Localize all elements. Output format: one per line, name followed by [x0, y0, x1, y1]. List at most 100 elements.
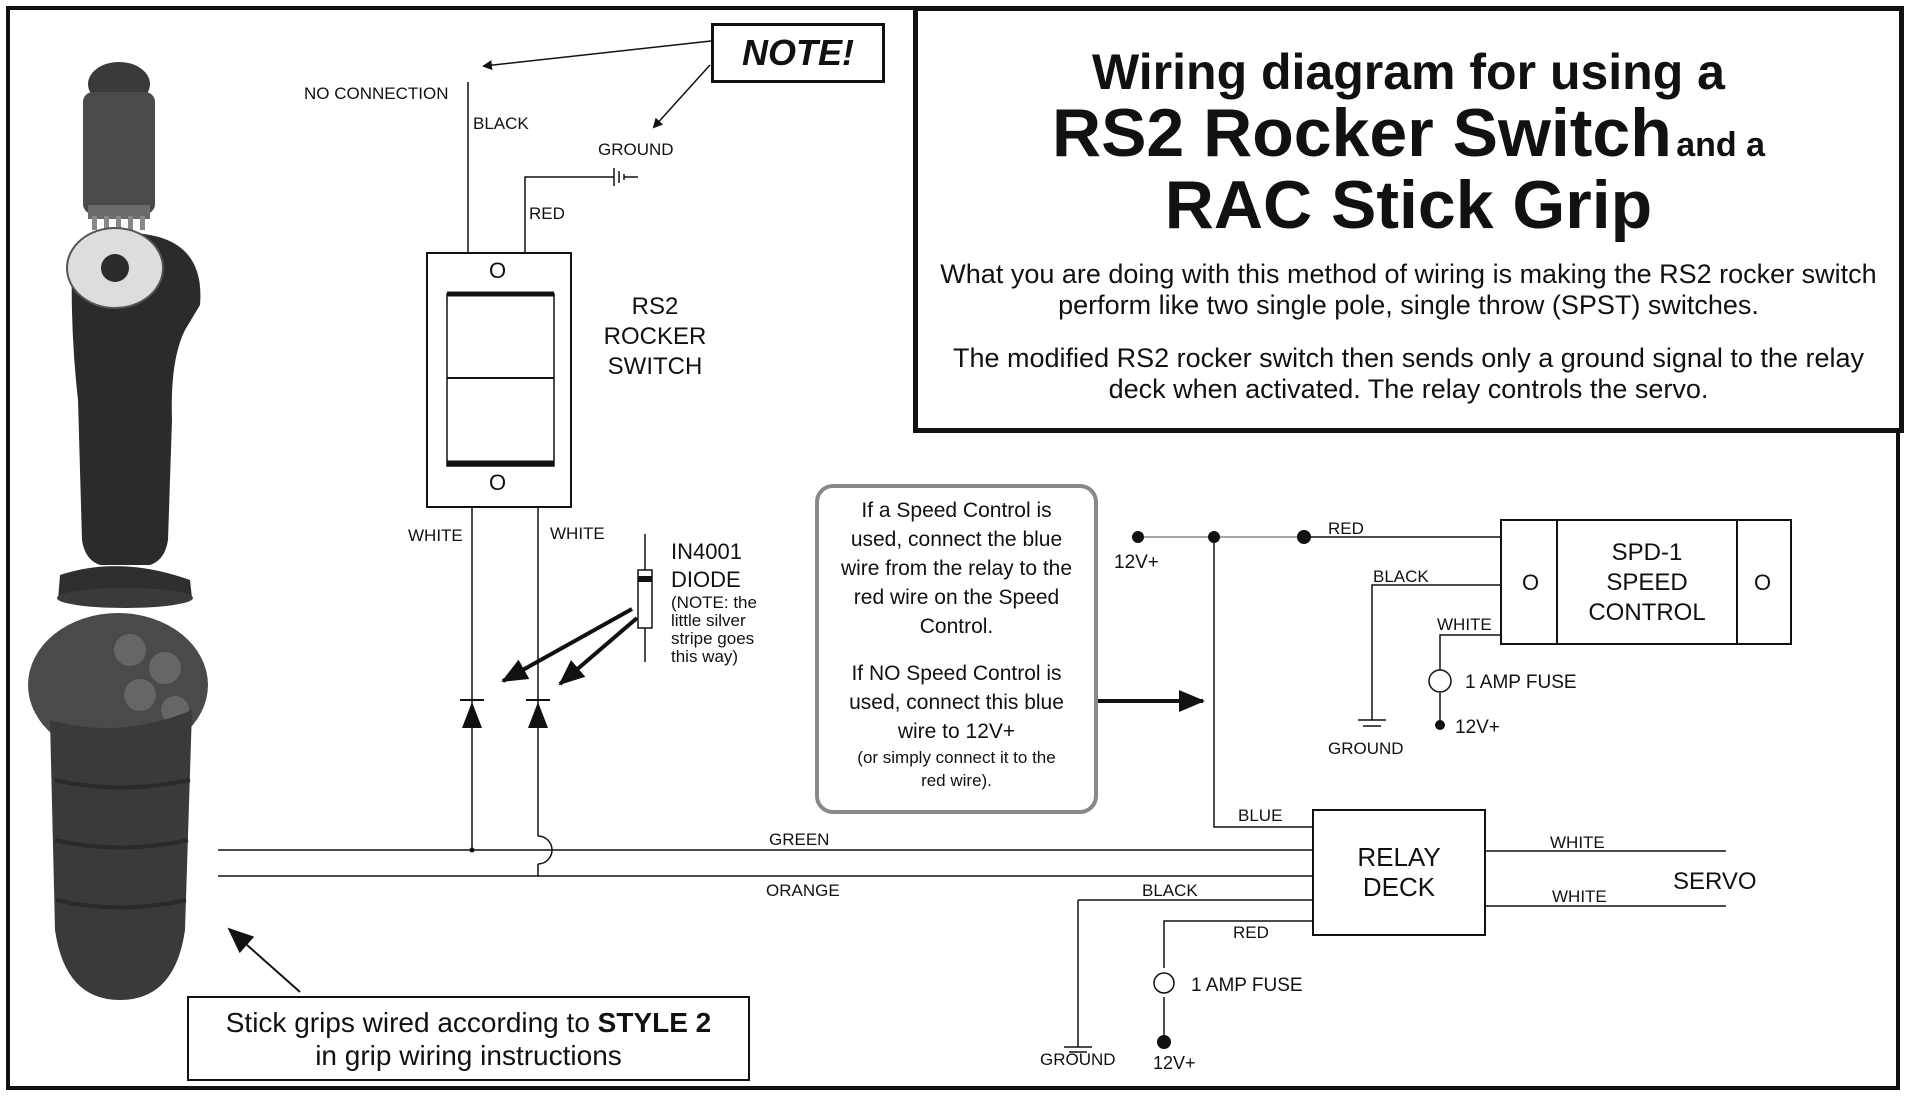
terminal-dot-icon [1132, 531, 1144, 543]
speed-note-line: If NO Speed Control is [851, 662, 1062, 685]
diode-note-line: stripe goes [671, 629, 755, 648]
label-servo: SERVO [1673, 868, 1757, 895]
title-line1: Wiring diagram for using a [1092, 44, 1725, 100]
speed-note-line: used, connect this blue [849, 691, 1064, 714]
speed-note-line: used, connect the blue [850, 528, 1063, 551]
fuse-icon [1428, 669, 1452, 693]
terminal-dot-icon [1208, 531, 1220, 543]
label-ground-spd: GROUND [1328, 739, 1404, 758]
terminal-dot-icon [1435, 720, 1445, 730]
spd-line3: CONTROL [1588, 599, 1706, 626]
label-orange: ORANGE [766, 881, 840, 900]
ground-symbol-icon [1064, 1046, 1092, 1053]
spd-label: SPD-1 SPEED CONTROL [1557, 538, 1737, 628]
label-black-relay: BLACK [1142, 881, 1198, 900]
fuse-icon [1153, 972, 1175, 994]
label-white-servo-2: WHITE [1552, 887, 1607, 906]
label-fuse-relay: 1 AMP FUSE [1191, 975, 1303, 996]
label-blue: BLUE [1238, 806, 1283, 825]
grip-rac-image [28, 613, 208, 1000]
label-fuse-spd: 1 AMP FUSE [1465, 672, 1577, 693]
label-red-relay: RED [1233, 923, 1269, 942]
label-black-spd: BLACK [1373, 567, 1429, 586]
label-ground-relay: GROUND [1040, 1050, 1116, 1069]
diode-part-icon [637, 534, 653, 662]
title-rs2: RS2 Rocker Switch [1051, 95, 1672, 171]
rs2-line1: RS2 [631, 293, 679, 320]
spd-line1: SPD-1 [1611, 539, 1683, 566]
rs2-rocker-switch [426, 252, 572, 508]
stick-grip-photos [28, 62, 208, 1000]
label-red-spd: RED [1328, 519, 1364, 538]
speed-note-small: (or simply connect it to the [857, 748, 1056, 767]
diode-note-line: little silver [671, 611, 746, 630]
title-description-2: The modified RS2 rocker switch then send… [953, 343, 1864, 404]
title-block: Wiring diagram for using a RS2 Rocker Sw… [913, 6, 1904, 433]
diode-note-line: (NOTE: the [671, 593, 757, 612]
label-green: GREEN [769, 830, 830, 849]
diode-symbol-icon [460, 699, 550, 728]
title-and-a: and a [1676, 126, 1766, 164]
style2-bold: STYLE 2 [597, 1007, 712, 1038]
label-black-top: BLACK [473, 114, 529, 133]
label-white-left: WHITE [408, 526, 463, 545]
spd-wires [1304, 536, 1501, 722]
rs2-label: RS2 ROCKER SWITCH [590, 292, 720, 382]
spd-left-terminal: O [1522, 570, 1540, 595]
speed-note-line: red wire on the Speed [853, 586, 1060, 609]
label-12v-relay: 12V+ [1153, 1053, 1196, 1073]
label-red-top: RED [529, 204, 565, 223]
rs2-line2: ROCKER [603, 323, 707, 350]
diode-title-line2: DIODE [671, 567, 741, 592]
ground-symbol-icon [1358, 719, 1386, 727]
relay-label: RELAY DECK [1313, 842, 1485, 902]
relay-deck-box [1312, 809, 1486, 936]
title-line2: RS2 Rocker Switch and a [918, 99, 1899, 167]
speed-control-note: If a Speed Control is used, connect the … [815, 484, 1098, 814]
bus-wires [218, 835, 1313, 877]
style-arrow-icon [227, 927, 301, 993]
relay-line1: RELAY [1357, 842, 1441, 872]
speed-note-line: Control. [919, 615, 994, 638]
diode-title-line1: IN4001 [671, 539, 742, 564]
spd1-speed-control-box [1500, 519, 1792, 645]
note-arrow-icon [482, 40, 712, 71]
diode-arrow-icon [558, 616, 639, 686]
style2-line2: in grip wiring instructions [315, 1040, 622, 1071]
switch-top-terminal: O [489, 258, 507, 283]
label-ground-top: GROUND [598, 140, 674, 159]
style2-line1: Stick grips wired according to STYLE 2 [189, 1006, 748, 1039]
label-white-servo-1: WHITE [1550, 833, 1605, 852]
spd-right-terminal: O [1754, 570, 1772, 595]
speed-note-line: If a Speed Control is [861, 499, 1052, 522]
label-white-spd: WHITE [1437, 615, 1492, 634]
relay-line2: DECK [1362, 872, 1436, 902]
speed-note-line: wire to 12V+ [897, 720, 1016, 743]
label-12v-top: 12V+ [1114, 552, 1159, 573]
style2-text: Stick grips wired according to [225, 1007, 598, 1038]
label-white-right: WHITE [550, 524, 605, 543]
grip-handle-image [57, 227, 201, 608]
switch-bottom-terminal: O [489, 470, 507, 495]
title-description-1: What you are doing with this method of w… [940, 259, 1877, 320]
grip-knob-image [83, 62, 155, 230]
spd-line2: SPEED [1606, 569, 1688, 596]
diode-note-line: this way) [671, 647, 739, 666]
speed-note-line: wire from the relay to the [840, 557, 1073, 580]
diode-title: IN4001 DIODE [671, 538, 742, 594]
note-callout: NOTE! [711, 23, 885, 83]
speed-note-small: red wire). [921, 771, 992, 790]
style2-note: Stick grips wired according to STYLE 2 i… [187, 996, 750, 1081]
terminal-dot-icon [1297, 530, 1311, 544]
note-arrow-icon [652, 64, 711, 129]
relay-wires [1077, 537, 1726, 1047]
label-no-connection: NO CONNECTION [304, 84, 449, 103]
ground-symbol-icon [613, 168, 638, 186]
rs2-line3: SWITCH [607, 353, 703, 380]
label-12v-spd: 12V+ [1455, 717, 1500, 738]
switch-wires [467, 82, 614, 850]
title-line3: RAC Stick Grip [1164, 167, 1653, 243]
diode-note: (NOTE: the little silver stripe goes thi… [671, 594, 757, 666]
